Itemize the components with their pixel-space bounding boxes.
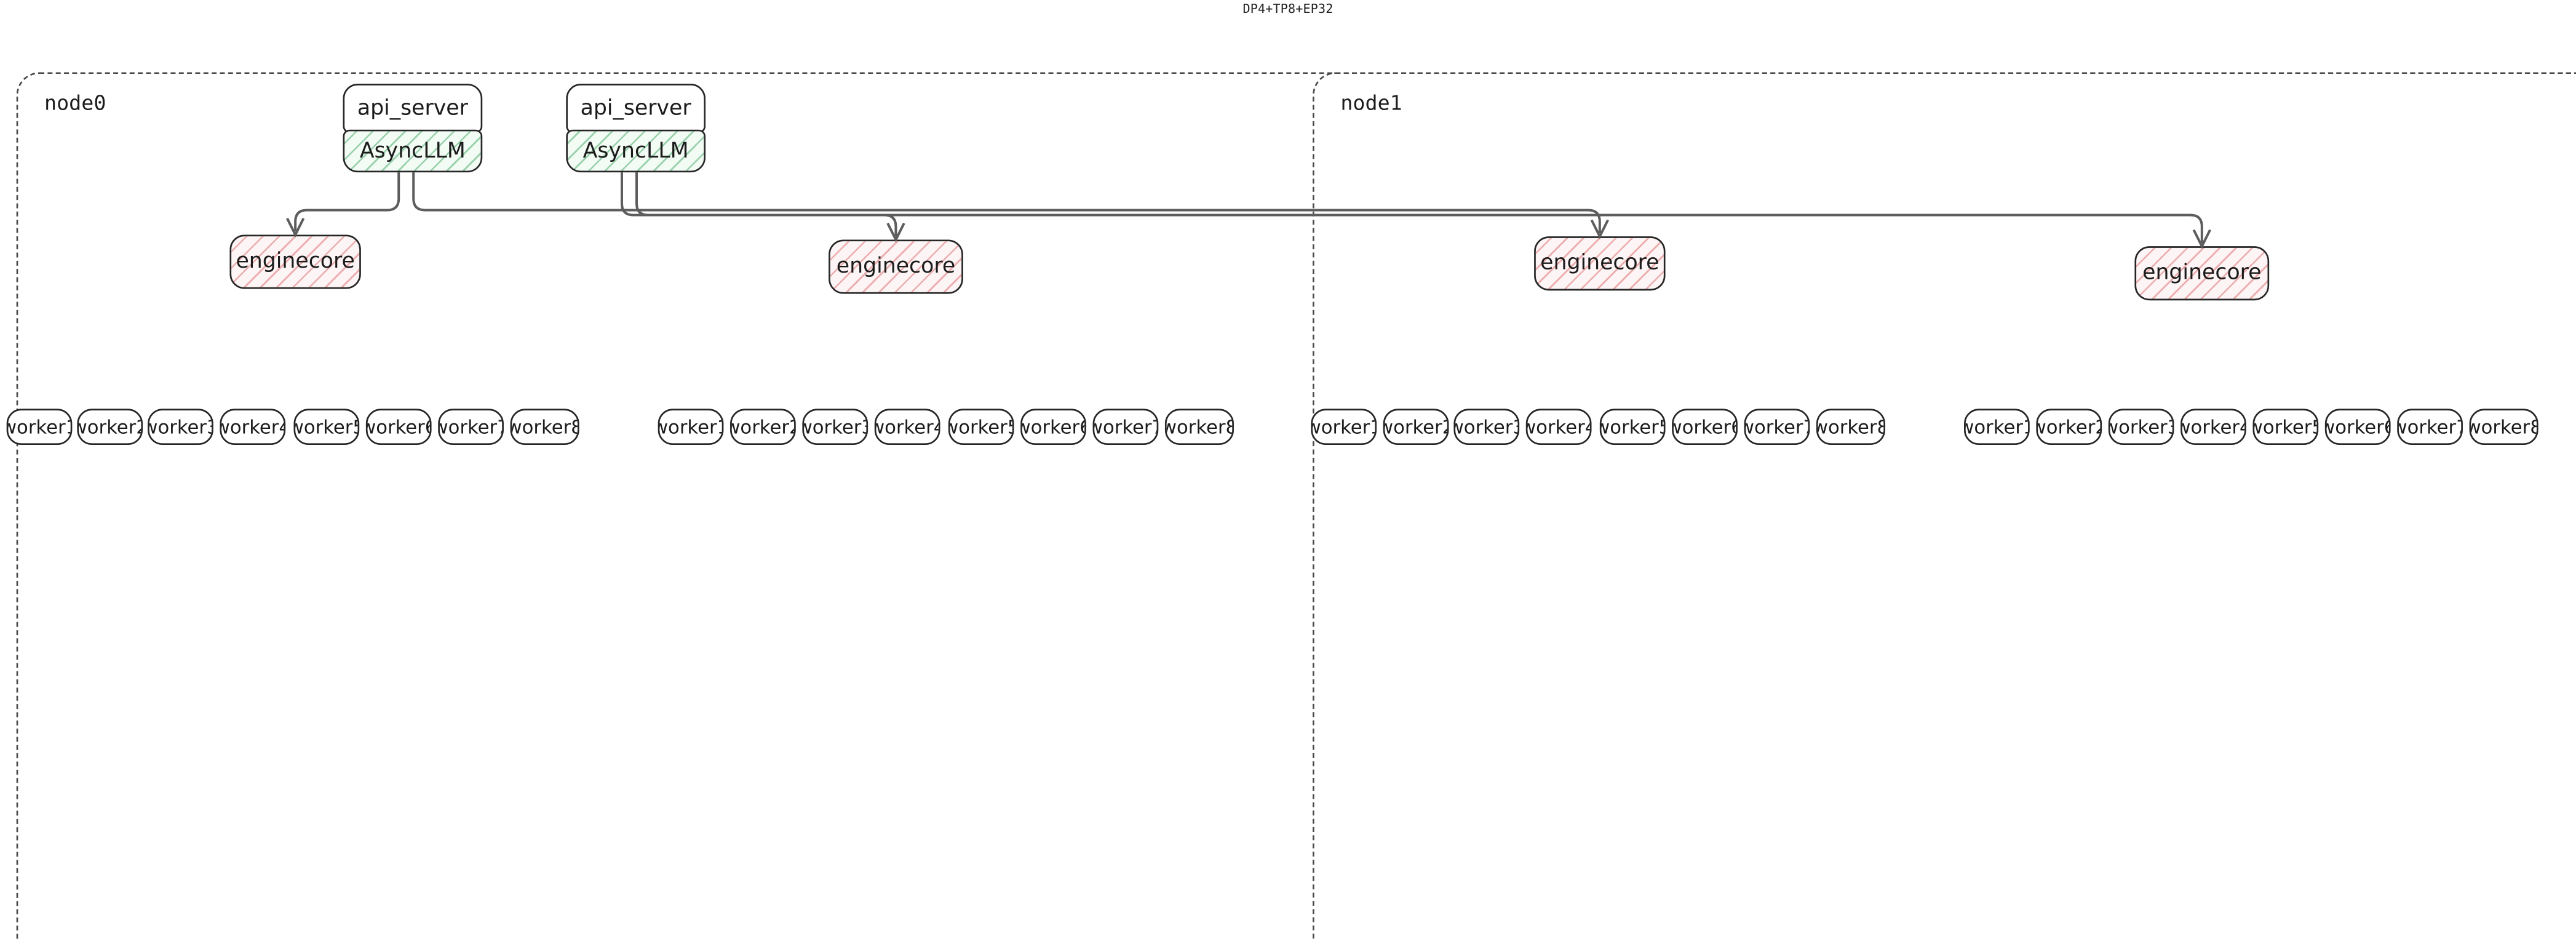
worker-box-node0-0-4[interactable]: worker5 (293, 409, 360, 445)
worker-box-node1-0-2[interactable]: worker3 (1453, 409, 1520, 445)
worker-box-node0-1-4[interactable]: worker5 (948, 409, 1014, 445)
worker-box-node1-1-3[interactable]: worker4 (2180, 409, 2246, 445)
api-server-box-node0-0[interactable]: api_server (343, 84, 483, 134)
worker-box-node1-1-0[interactable]: worker1 (1964, 409, 2030, 445)
worker-box-node1-0-6[interactable]: worker7 (1744, 409, 1810, 445)
worker-box-node0-1-7[interactable]: worker8 (1164, 409, 1234, 445)
worker-box-node0-1-0[interactable]: worker1 (658, 409, 724, 445)
worker-box-node0-1-3[interactable]: worker4 (874, 409, 940, 445)
worker-box-node0-0-7[interactable]: worker8 (510, 409, 579, 445)
worker-box-node1-1-7[interactable]: worker8 (2469, 409, 2538, 445)
worker-box-node0-1-6[interactable]: worker7 (1092, 409, 1159, 445)
worker-box-node1-1-6[interactable]: worker7 (2397, 409, 2463, 445)
asyncllm-box-node0-1[interactable]: AsyncLLM (566, 129, 706, 173)
worker-box-node0-0-5[interactable]: worker6 (365, 409, 432, 445)
enginecore-box-node1-0[interactable]: enginecore (1534, 236, 1666, 291)
worker-box-node1-1-5[interactable]: worker6 (2324, 409, 2391, 445)
worker-box-node0-1-1[interactable]: worker2 (730, 409, 796, 445)
worker-box-node1-0-5[interactable]: worker6 (1672, 409, 1738, 445)
worker-box-node1-1-4[interactable]: worker5 (2252, 409, 2319, 445)
node-cluster-label-node1: node1 (1340, 90, 1402, 115)
worker-box-node0-0-1[interactable]: worker2 (77, 409, 143, 445)
worker-box-node1-0-3[interactable]: worker4 (1525, 409, 1592, 445)
asyncllm-box-node0-0[interactable]: AsyncLLM (343, 129, 483, 173)
enginecore-box-node0-0[interactable]: enginecore (229, 234, 361, 289)
worker-box-node0-0-2[interactable]: worker3 (148, 409, 213, 445)
worker-box-node1-1-1[interactable]: worker2 (2036, 409, 2102, 445)
worker-box-node1-0-0[interactable]: worker1 (1311, 409, 1377, 445)
page-title: DP4+TP8+EP32 (1242, 1, 1334, 16)
enginecore-box-node1-1[interactable]: enginecore (2134, 246, 2270, 301)
worker-box-node1-0-1[interactable]: worker2 (1383, 409, 1449, 445)
api-server-box-node0-1[interactable]: api_server (566, 84, 706, 134)
node-cluster-node1: node1 (1313, 72, 2576, 939)
node-cluster-label-node0: node0 (44, 90, 106, 115)
enginecore-box-node0-1[interactable]: enginecore (829, 239, 963, 294)
worker-box-node0-0-6[interactable]: worker7 (438, 409, 504, 445)
worker-box-node1-1-2[interactable]: worker3 (2108, 409, 2174, 445)
worker-box-node0-1-2[interactable]: worker3 (802, 409, 869, 445)
worker-box-node0-0-3[interactable]: worker4 (220, 409, 286, 445)
worker-box-node1-0-4[interactable]: worker5 (1599, 409, 1666, 445)
worker-box-node0-0-0[interactable]: worker1 (6, 409, 73, 445)
worker-box-node1-0-7[interactable]: worker8 (1816, 409, 1885, 445)
worker-box-node0-1-5[interactable]: worker6 (1020, 409, 1086, 445)
